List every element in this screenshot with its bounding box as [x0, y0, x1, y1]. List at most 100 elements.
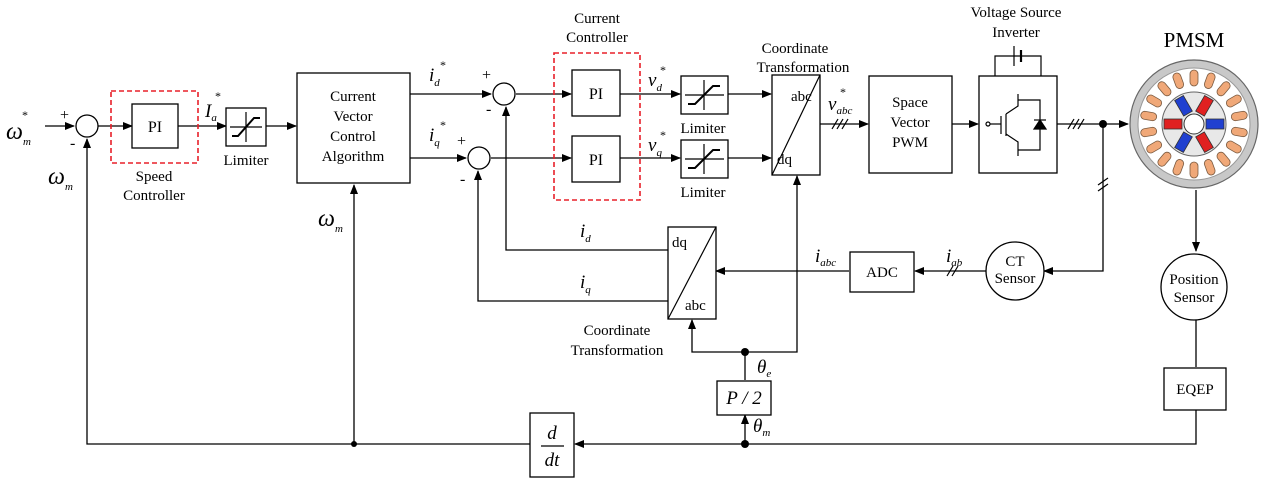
junction-dot-speed — [351, 441, 357, 447]
current-controller-label-2: Controller — [566, 30, 628, 46]
q-minus-sign: - — [460, 171, 465, 188]
stator-tooth — [1146, 94, 1163, 108]
omega-ref-star: * — [22, 108, 28, 122]
junction-dot-theta-m — [741, 440, 749, 448]
speed-feedback-wire — [83, 138, 530, 445]
stator-tooth — [1189, 161, 1199, 179]
pmsm-motor-icon — [1129, 59, 1259, 189]
omega-m-cvc-label: ωm — [318, 206, 343, 235]
rotor-magnet — [1174, 94, 1193, 117]
junction-dot-theta-e — [741, 348, 749, 356]
limiter-d-label: Limiter — [681, 121, 726, 137]
current-pi-d-label: PI — [589, 86, 603, 103]
stator-tooth — [1146, 140, 1163, 154]
derivative-denominator: dt — [545, 450, 561, 471]
theta-e-to-inv-wire — [688, 319, 745, 353]
svpwm-label-2: Vector — [890, 115, 929, 131]
d-minus-sign: - — [486, 101, 491, 118]
limiter-q-label: Limiter — [681, 185, 726, 201]
current-vector-control-block — [296, 72, 411, 184]
iabc-label: iabc — [815, 246, 836, 269]
speed-controller-label-1: Speed — [136, 169, 173, 185]
limiter-d-icon — [685, 80, 724, 110]
stator-tooth — [1157, 151, 1172, 167]
stator-tooth — [1225, 94, 1242, 108]
cvc-label-4: Algorithm — [322, 149, 385, 165]
coord-transform-bottom-label-2: Transformation — [571, 343, 664, 359]
speed-pi-label: PI — [148, 119, 162, 136]
cvc-label-1: Current — [330, 89, 377, 105]
adc-block — [849, 251, 915, 293]
svpwm-label-3: PWM — [892, 135, 928, 151]
vsi-label-1: Voltage Source — [971, 5, 1062, 21]
theta-e-label: θe — [757, 357, 771, 380]
id-ref-label: id — [429, 65, 440, 89]
q-plus-sign: + — [457, 133, 466, 150]
vd-ref-label: vd — [648, 70, 662, 94]
ct-sensor-label-1: CT — [1005, 254, 1024, 270]
rotor-magnet — [1163, 118, 1183, 130]
junction-dot-current — [1099, 120, 1107, 128]
current-pi-d-block — [571, 69, 621, 117]
theta-m-wire — [574, 410, 1197, 448]
q-summing-junction — [467, 146, 491, 170]
vq-ref-label: vq — [648, 135, 662, 159]
stator-tooth — [1225, 140, 1242, 154]
three-phase-slash-motor — [1067, 118, 1085, 130]
current-controller-frame — [553, 52, 641, 201]
svpwm-block — [868, 75, 953, 174]
d-plus-sign: + — [482, 67, 491, 84]
speed-limiter-label: Limiter — [224, 153, 269, 169]
vsi-label-2: Inverter — [992, 25, 1039, 41]
current-pi-q-block — [571, 135, 621, 183]
stator-tooth — [1189, 69, 1199, 87]
eqep-block — [1163, 367, 1227, 411]
iq-feedback-wire — [474, 170, 668, 302]
dq-abc-diagonal — [771, 74, 821, 176]
speed-summing-junction — [75, 114, 99, 138]
adc-label: ADC — [866, 265, 898, 281]
iq-ref-star: * — [440, 118, 446, 132]
stator-tooth — [1157, 81, 1172, 97]
current-controller-label-1: Current — [574, 11, 621, 27]
limiter-q-icon — [685, 144, 724, 174]
fwd-dq-label: dq — [777, 152, 793, 168]
inv-dq-label: dq — [672, 235, 688, 251]
eqep-label: EQEP — [1176, 382, 1214, 398]
inv-abc-label: abc — [685, 298, 706, 314]
vq-ref-star: * — [660, 128, 666, 142]
stator-tooth — [1172, 159, 1185, 176]
position-sensor-block — [1160, 253, 1228, 321]
id-feedback-wire — [502, 106, 668, 251]
current-pi-q-label: PI — [589, 152, 603, 169]
current-tap-wire — [1043, 124, 1104, 275]
igbt-icon — [985, 46, 1048, 156]
stator-tooth — [1172, 72, 1185, 89]
iq-feedback-label: iq — [580, 272, 591, 296]
rotor-magnet — [1174, 131, 1193, 154]
fwd-abc-label: abc — [791, 89, 812, 105]
coord-transform-bottom-label-1: Coordinate — [584, 323, 651, 339]
speed-plus-sign: + — [60, 107, 69, 124]
three-phase-slash-vabc — [831, 118, 849, 130]
cvc-label-3: Control — [330, 129, 376, 145]
position-sensor-label-1: Position — [1169, 272, 1219, 288]
rotor-magnet — [1195, 94, 1214, 117]
id-feedback-label: id — [580, 221, 591, 245]
p-over-2-block — [716, 380, 772, 416]
stator-tooth — [1203, 159, 1216, 176]
iab-label: iab — [946, 246, 963, 269]
stator-tooth — [1216, 151, 1231, 167]
abc-dq-diagonal — [667, 226, 717, 320]
derivative-numerator: d — [547, 423, 557, 444]
speed-pi-block — [131, 103, 179, 149]
vabc-ref-label: vabc — [828, 94, 852, 117]
stator-tooth — [1230, 126, 1248, 138]
theta-e-to-fwd-wire — [745, 175, 801, 353]
pmsm-title: PMSM — [1164, 28, 1225, 52]
coord-transform-top-label-2: Transformation — [757, 60, 850, 76]
stator-tooth — [1140, 110, 1158, 122]
stator-tooth — [1203, 72, 1216, 89]
cvc-label-2: Vector — [333, 109, 372, 125]
omega-feedback-label: ωm — [48, 164, 73, 193]
